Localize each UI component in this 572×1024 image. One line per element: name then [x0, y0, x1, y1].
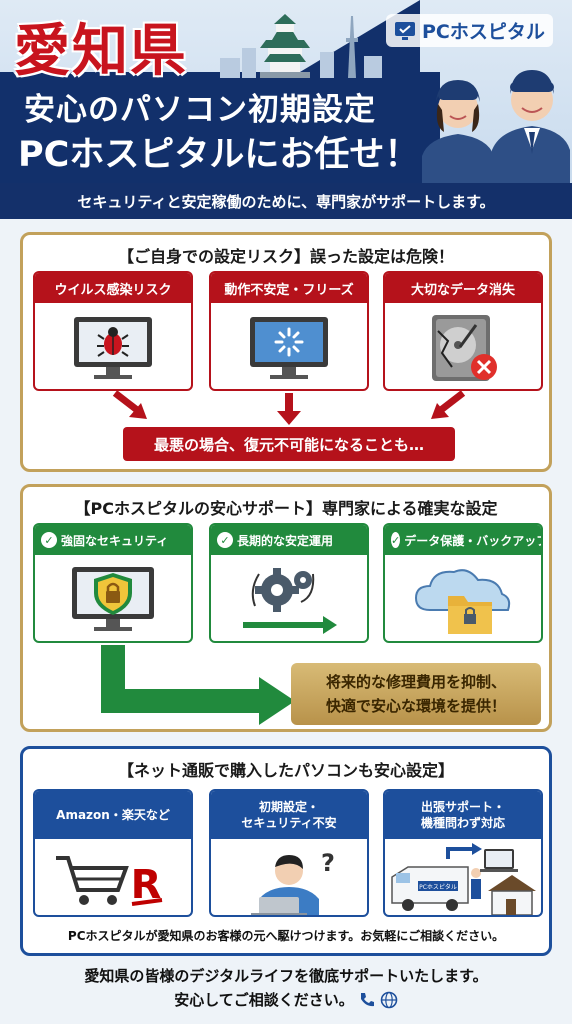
shield-lock-monitor-icon — [72, 567, 154, 631]
risk-section: 【ご自身での設定リスク】誤った設定は危険！ ウイルス感染リスク 動作不安定・フリ — [20, 232, 552, 472]
van-label: PCホスピタル — [419, 883, 457, 891]
online-card-stores: Amazon・楽天など R — [33, 789, 193, 917]
support-card-label: データ保護・バックアップ — [404, 533, 543, 548]
check-icon: ✓ — [217, 532, 233, 548]
online-card-label-2: 機種問わず対応 — [420, 816, 505, 830]
van-house-icon: PCホスピタル — [391, 843, 536, 915]
online-section-title: 【ネット通販で購入したパソコンも安心設定】 — [117, 761, 454, 780]
page-footer: 愛知県の皆様のデジタルライフを徹底サポートいたします。 安心してご相談ください。 — [0, 964, 572, 1024]
risk-card-virus: ウイルス感染リスク — [33, 271, 193, 391]
monitor-check-icon — [395, 21, 415, 40]
broken-hdd-icon — [432, 315, 497, 381]
check-icon: ✓ — [391, 532, 401, 548]
online-card-setup-worry: 初期設定・ セキュリティ不安 ? — [209, 789, 369, 917]
frozen-monitor-icon — [250, 317, 328, 379]
risk-warning: 最悪の場合、復元不可能になることも… — [123, 427, 455, 461]
support-section-title: 【PCホスピタルの安心サポート】専門家による確実な設定 — [74, 499, 498, 518]
online-card-label-1: 出張サポート・ — [420, 800, 505, 814]
confused-user-icon: ? — [251, 849, 335, 915]
check-icon: ✓ — [41, 532, 57, 548]
online-card-label-2: セキュリティ不安 — [241, 816, 337, 830]
bug-monitor-icon — [74, 317, 152, 379]
title-line-3: PCホスピタルにお任せ！ — [18, 135, 420, 175]
support-card-backup: ✓ データ保護・バックアップ — [383, 523, 543, 643]
risk-arrows-icon — [112, 391, 466, 425]
brand-name: PCホスピタル — [422, 21, 545, 43]
risk-card-label: ウイルス感染リスク — [35, 273, 191, 303]
support-card-stability: ✓ 長期的な安定運用 — [209, 523, 369, 643]
subtitle-bar: セキュリティと安定稼働のために、専門家がサポートします。 — [0, 183, 572, 219]
brand-logo: PCホスピタル — [386, 14, 553, 47]
risk-card-label: 大切なデータ消失 — [385, 273, 541, 303]
phone-icon — [360, 993, 374, 1007]
hero-banner: 愛知県 安心のパソコン初期設定 PCホスピタルにお任せ！ PCホスピタル — [0, 0, 572, 183]
support-arrow-icon — [101, 645, 295, 725]
risk-card-label: 動作不安定・フリーズ — [211, 273, 367, 303]
risk-card-data-loss: 大切なデータ消失 — [383, 271, 543, 391]
support-card-security: ✓ 強固なセキュリティ — [33, 523, 193, 643]
cloud-folder-icon — [414, 569, 511, 634]
support-staff-icon — [422, 70, 570, 183]
question-mark-icon: ? — [321, 849, 335, 877]
footer-line-1: 愛知県の皆様のデジタルライフを徹底サポートいたします。 — [84, 967, 488, 985]
support-result-line2: 快適で安心な環境を提供！ — [325, 697, 506, 715]
online-card-onsite: 出張サポート・ 機種問わず対応 PCホスピタル — [383, 789, 543, 917]
support-result-line1: 将来的な修理費用を抑制、 — [325, 673, 506, 691]
support-card-label: 強固なセキュリティ — [61, 533, 169, 548]
hero-navy-band — [0, 72, 440, 183]
title-line-2: 安心のパソコン初期設定 — [24, 92, 376, 128]
support-section: 【PCホスピタルの安心サポート】専門家による確実な設定 ✓ 強固なセキュリティ … — [20, 484, 552, 732]
online-footer-note: PCホスピタルが愛知県のお客様の元へ駆けつけます。お気軽にご相談ください。 — [67, 929, 505, 943]
online-card-label: Amazon・楽天など — [35, 791, 191, 839]
gears-arrow-icon — [243, 568, 337, 634]
support-result: 将来的な修理費用を抑制、 快適で安心な環境を提供！ — [291, 663, 541, 725]
footer-line-2: 安心してご相談ください。 — [174, 991, 354, 1009]
cart-icon: R — [56, 856, 163, 908]
risk-section-title: 【ご自身での設定リスク】誤った設定は危険！ — [117, 247, 454, 266]
globe-icon — [380, 991, 398, 1009]
online-section: 【ネット通販で購入したパソコンも安心設定】 Amazon・楽天など R 初期設定… — [20, 746, 552, 956]
castle-skyline-icon — [220, 14, 382, 78]
title-prefecture: 愛知県 — [14, 19, 188, 84]
online-card-label-1: 初期設定・ — [258, 800, 319, 814]
support-card-label: 長期的な安定運用 — [237, 533, 334, 548]
risk-card-freeze: 動作不安定・フリーズ — [209, 271, 369, 391]
